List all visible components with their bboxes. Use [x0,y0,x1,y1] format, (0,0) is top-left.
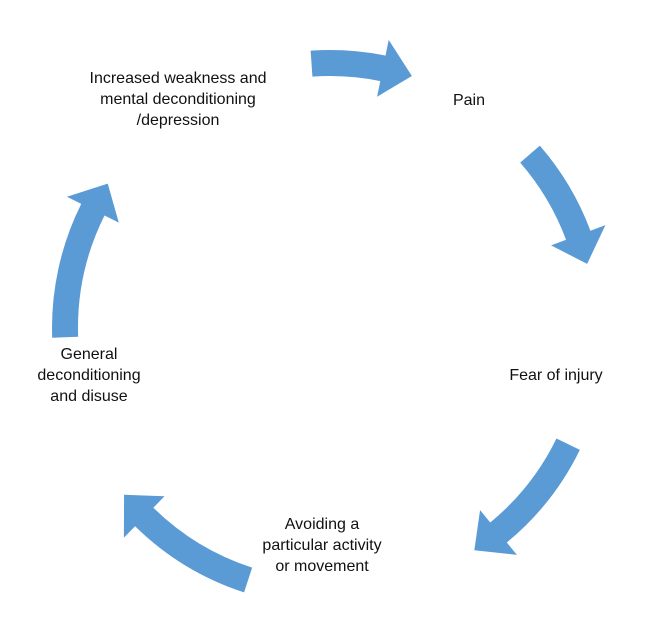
node-label-fear-of-injury: Fear of injury [509,367,603,384]
node-label-increased-weakness: Increased weakness and mental deconditio… [89,70,267,129]
node-label-general-deconditioning: General deconditioning and disuse [37,346,141,405]
cycle-arrow-fear-to-avoid [474,438,580,555]
cycle-arrow-weakness-to-pain [310,39,412,97]
cycle-arrow-avoid-to-general [123,494,253,593]
cycle-arrow-general-to-weakness [52,183,119,338]
cycle-arrow-pain-to-fear [520,145,606,264]
arrow-layer [52,39,606,593]
node-label-avoiding-activity: Avoiding a particular activity or moveme… [262,516,382,575]
node-label-pain: Pain [452,92,486,109]
